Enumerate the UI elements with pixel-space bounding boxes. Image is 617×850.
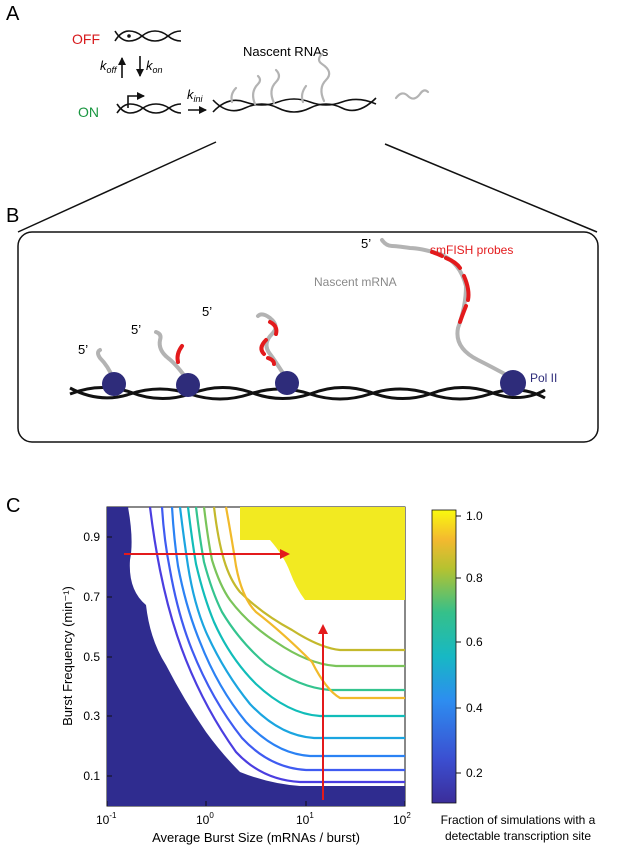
five-prime-label-4: 5’	[361, 236, 371, 251]
nascent-rnas-label: Nascent RNAs	[243, 44, 329, 59]
five-prime-label-2: 5’	[131, 322, 141, 337]
region-low	[107, 507, 405, 806]
panel-b-letter: B	[6, 205, 19, 227]
panel-b-probes	[175, 250, 471, 366]
y-tick-0.1: 0.1	[83, 769, 100, 783]
k-ini-label: kini	[187, 87, 204, 104]
y-axis-label: Burst Frequency (min⁻¹)	[60, 586, 75, 726]
tss-arrow	[127, 92, 145, 108]
x-tick-4: 102	[393, 811, 411, 827]
colorbar-tick-0.6: 0.6	[466, 635, 483, 649]
panel-a: A OFF ON koff kon kini Nascent RNAs	[6, 3, 598, 233]
y-tick-0.9: 0.9	[83, 530, 100, 544]
y-tick-0.5: 0.5	[83, 650, 100, 664]
x-axis-label: Average Burst Size (mRNAs / burst)	[152, 830, 360, 845]
panel-a-letter: A	[6, 3, 20, 25]
five-prime-label-3: 5’	[202, 304, 212, 319]
k-on-label: kon	[146, 58, 163, 75]
region-high	[240, 507, 405, 600]
transcribed-dna	[212, 97, 377, 113]
colorbar	[431, 509, 457, 804]
zoom-line-left	[17, 141, 217, 233]
nascent-rna-strands	[230, 52, 430, 106]
y-tick-0.3: 0.3	[83, 709, 100, 723]
panel-c-letter: C	[6, 495, 20, 517]
colorbar-tick-0.8: 0.8	[466, 571, 483, 585]
pol-ii-molecules	[102, 370, 526, 397]
y-tick-0.7: 0.7	[83, 590, 100, 604]
x-axis	[106, 801, 406, 806]
off-label: OFF	[72, 31, 100, 47]
colorbar-tick-0.4: 0.4	[466, 701, 483, 715]
five-prime-label-1: 5’	[78, 342, 88, 357]
y-axis	[107, 536, 112, 777]
colorbar-label-line1: Fraction of simulations with a	[441, 813, 596, 827]
contour-plot	[106, 506, 406, 807]
panel-b-frame	[17, 231, 599, 443]
colorbar-ticks	[456, 515, 461, 774]
smfish-probes-label: smFISH probes	[430, 243, 513, 257]
k-off-label: koff	[100, 58, 118, 75]
colorbar-label-line2: detectable transcription site	[445, 829, 591, 843]
contour-lines	[148, 506, 405, 784]
zoom-line-right	[384, 143, 598, 233]
off-promoter-dna	[114, 30, 182, 42]
colorbar-tick-1.0: 1.0	[466, 509, 483, 523]
x-tick-2: 100	[196, 811, 214, 827]
colorbar-tick-0.2: 0.2	[466, 766, 483, 780]
on-label: ON	[78, 104, 99, 120]
nascent-mrna-label: Nascent mRNA	[314, 275, 397, 289]
pol-ii-label: Pol II	[530, 371, 557, 385]
panel-b: B	[6, 205, 599, 443]
panel-c: C	[6, 495, 596, 845]
x-tick-1: 10-1	[96, 811, 117, 827]
on-promoter-dna	[116, 103, 182, 114]
x-tick-3: 101	[296, 811, 314, 827]
panel-b-dna	[69, 386, 546, 401]
